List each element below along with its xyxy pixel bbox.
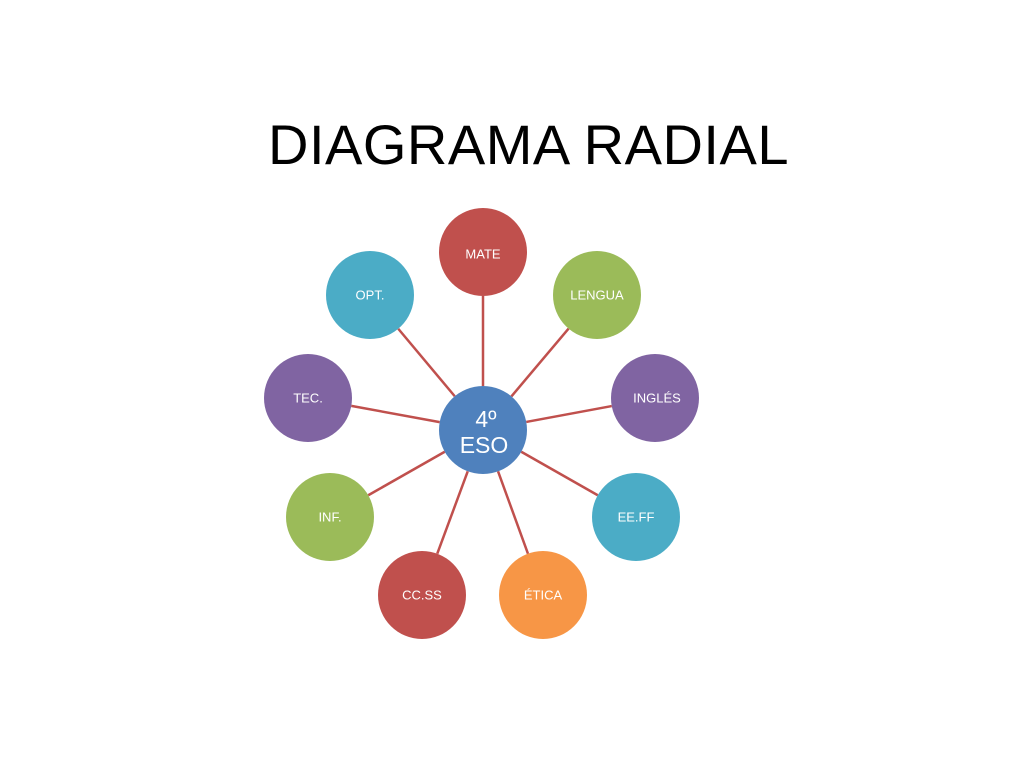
satellite-label: INF. (318, 510, 341, 525)
satellite-nodes: MATE LENGUA INGLÉS EE.FF ÉTICA CC.SS INF. TEC. O… (264, 208, 699, 639)
satellite-circle (499, 551, 587, 639)
connector-line (367, 450, 446, 497)
satellite-label: TEC. (293, 391, 323, 406)
satellite-node: EE.FF (592, 473, 680, 561)
satellite-label: EE.FF (618, 510, 655, 525)
connector-line (351, 404, 440, 424)
slide-title: DIAGRAMA RADIAL (268, 113, 789, 176)
connector-line (397, 327, 456, 398)
satellite-node: OPT. (326, 251, 414, 339)
satellite-label: INGLÉS (633, 391, 681, 406)
satellite-circle (439, 208, 527, 296)
satellite-node: INGLÉS (611, 354, 699, 442)
satellite-label: ÉTICA (524, 588, 563, 603)
satellite-node: LENGUA (553, 251, 641, 339)
satellite-node: CC.SS (378, 551, 466, 639)
connector-line (496, 470, 530, 555)
satellite-circle (326, 251, 414, 339)
connector-line (520, 450, 599, 497)
connector-line (526, 404, 612, 424)
satellite-label: OPT. (356, 288, 385, 303)
satellite-node: MATE (439, 208, 527, 296)
center-label-line1: 4º (475, 406, 497, 432)
satellite-label: MATE (465, 247, 500, 262)
satellite-circle (592, 473, 680, 561)
connector-line (510, 327, 570, 398)
satellite-circle (611, 354, 699, 442)
connector-line (436, 470, 469, 555)
satellite-circle (264, 354, 352, 442)
satellite-label: CC.SS (402, 588, 442, 603)
satellite-circle (553, 251, 641, 339)
center-label-line2: ESO (460, 432, 509, 458)
satellite-circle (286, 473, 374, 561)
center-circle (439, 386, 527, 474)
satellite-node: INF. (286, 473, 374, 561)
center-node: 4º ESO (439, 386, 527, 474)
satellite-circle (378, 551, 466, 639)
satellite-node: ÉTICA (499, 551, 587, 639)
satellite-node: TEC. (264, 354, 352, 442)
connectors (351, 296, 612, 555)
satellite-label: LENGUA (570, 288, 624, 303)
